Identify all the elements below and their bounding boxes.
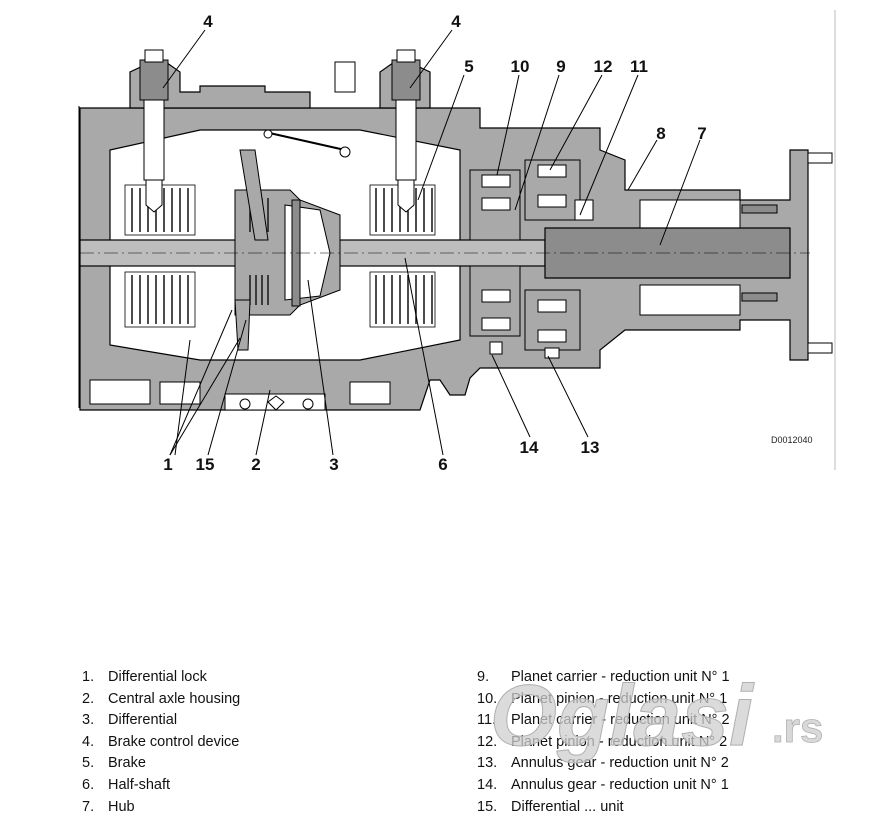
leader-lines (162, 29, 701, 456)
differential-assembly (234, 129, 351, 351)
legend-number: 14. (477, 776, 498, 793)
callout-labels: 4 4 5 10 9 12 11 8 7 1 15 2 3 6 14 13 (163, 12, 706, 474)
legend-text: Brake control device (108, 733, 240, 750)
drawing-code: D0012040 (771, 435, 813, 445)
legend-item: 11. Planet carrier - reduction unit N° 2 (477, 710, 730, 732)
legend-text: Annulus gear - reduction unit N° 2 (511, 755, 729, 772)
legend-right-column: 9. Planet carrier - reduction unit N° 1 1… (477, 667, 730, 818)
legend-number: 12. (477, 733, 498, 750)
legend-text: Differential lock (108, 669, 207, 685)
legend-text: Annulus gear - reduction unit N° 1 (511, 776, 729, 793)
legend-item: 14. Annulus gear - reduction unit N° 1 (477, 775, 730, 797)
legend-text: Planet carrier - reduction unit N° 2 (511, 712, 730, 729)
legend-text: Hub (108, 798, 135, 815)
callout-10: 10 (511, 57, 530, 76)
legend-number: 5. (82, 755, 95, 772)
callout-4-right: 4 (451, 12, 461, 31)
callout-9: 9 (556, 57, 565, 76)
legend-text: Differential ... unit (511, 798, 624, 815)
callout-2: 2 (251, 455, 260, 474)
callout-7: 7 (697, 124, 706, 143)
legend-text: Planet pinion - reduction unit N° 2 (511, 733, 728, 750)
callout-13: 13 (581, 438, 600, 457)
legend-text: Half-shaft (108, 776, 171, 793)
legend-text: Planet pinion - reduction unit N° 1 (511, 690, 728, 707)
legend-item: 12. Planet pinion - reduction unit N° 2 (477, 732, 730, 754)
legend-item: 13. Annulus gear - reduction unit N° 2 (477, 753, 730, 775)
axle-cross-section-diagram: 4 4 5 10 9 12 11 8 7 1 15 2 3 6 14 13 D0… (78, 10, 836, 474)
legend-item: 10. Planet pinion - reduction unit N° 1 (477, 689, 730, 711)
legend-number: 2. (82, 690, 95, 707)
hub-studs (741, 152, 833, 354)
legend-item: 6. Half-shaft (82, 775, 240, 797)
legend-item: 1. Differential lock (82, 667, 240, 689)
reduction-units (469, 159, 594, 359)
legend-text: Differential (108, 712, 178, 729)
callout-14: 14 (520, 438, 539, 457)
legend-left-column: 1. Differential lock 2. Central axle housi… (82, 667, 240, 818)
legend-item: 15. Differential ... unit (477, 797, 730, 818)
legend-item: 9. Planet carrier - reduction unit N° 1 (477, 667, 730, 689)
brake-disc-packs (124, 184, 436, 328)
callout-1: 1 (163, 455, 172, 474)
callout-11: 11 (630, 57, 648, 76)
legend-text: Planet carrier - reduction unit N° 1 (511, 669, 730, 685)
legend-number: 11. (477, 712, 497, 729)
legend-number: 9. (477, 669, 490, 685)
callout-3: 3 (329, 455, 338, 474)
legend-number: 10. (477, 690, 498, 707)
legend-number: 1. (82, 669, 95, 685)
callout-6: 6 (438, 455, 447, 474)
brake-control-devices (139, 49, 421, 213)
callout-12: 12 (594, 57, 613, 76)
legend-number: 15. (477, 798, 498, 815)
legend-item: 5. Brake (82, 753, 240, 775)
callout-4-left: 4 (203, 12, 213, 31)
legend-number: 3. (82, 712, 95, 729)
legend-item: 3. Differential (82, 710, 240, 732)
callout-8: 8 (656, 124, 665, 143)
legend-number: 7. (82, 798, 95, 815)
callout-5: 5 (464, 57, 473, 76)
legend-text: Brake (108, 755, 146, 772)
legend-item: 7. Hub (82, 797, 240, 818)
callout-15: 15 (196, 455, 215, 474)
legend-text: Central axle housing (108, 690, 241, 707)
legend-item: 2. Central axle housing (82, 689, 240, 711)
legend-item: 4. Brake control device (82, 732, 240, 754)
legend-number: 13. (477, 755, 498, 772)
watermark-suffix: .rs (772, 704, 823, 751)
legend-number: 4. (82, 733, 95, 750)
legend-number: 6. (82, 776, 95, 793)
